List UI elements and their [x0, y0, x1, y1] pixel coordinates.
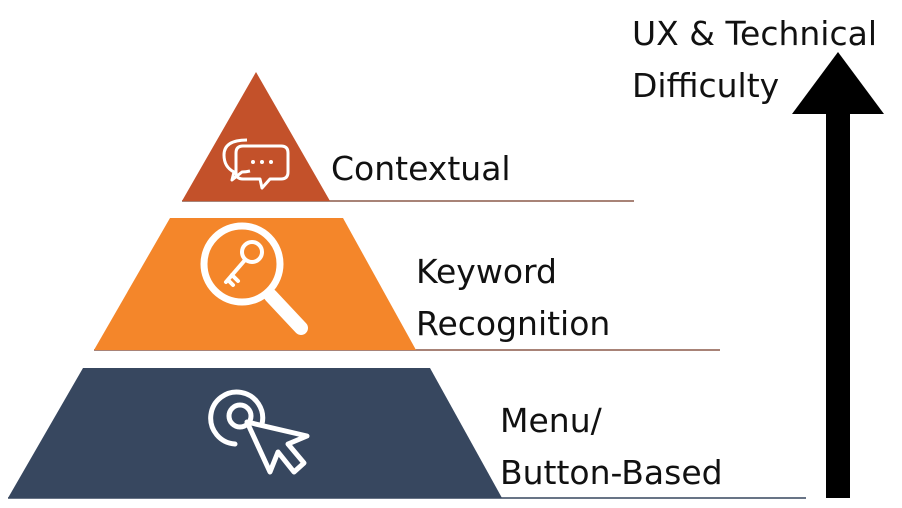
difficulty-arrow-caption-line-2: Difficulty	[632, 66, 780, 105]
difficulty-arrow-head	[792, 52, 884, 114]
cursor-click-icon	[208, 389, 310, 475]
tier-top-contextual	[182, 72, 330, 201]
tier-bottom-label: Menu/ Button-Based	[500, 395, 723, 499]
tier-bottom-label-line-2: Button-Based	[500, 453, 723, 492]
tier-middle-label-line-2: Recognition	[416, 304, 611, 343]
tier-bottom-label-line-1: Menu/	[500, 401, 602, 440]
chat-bubbles-icon	[222, 138, 290, 190]
tier-middle-label-line-1: Keyword	[416, 252, 557, 291]
tier-middle-keyword-recognition	[94, 218, 416, 350]
difficulty-arrow-caption: UX & Technical Difficulty	[632, 8, 877, 112]
difficulty-arrow-shaft	[826, 110, 850, 498]
difficulty-arrow-caption-line-1: UX & Technical	[632, 14, 878, 53]
magnifier-key-icon	[200, 222, 308, 335]
tier-top-label: Contextual	[331, 143, 511, 195]
tier-middle-label: Keyword Recognition	[416, 246, 610, 350]
tier-top-label-line-1: Contextual	[331, 149, 511, 188]
